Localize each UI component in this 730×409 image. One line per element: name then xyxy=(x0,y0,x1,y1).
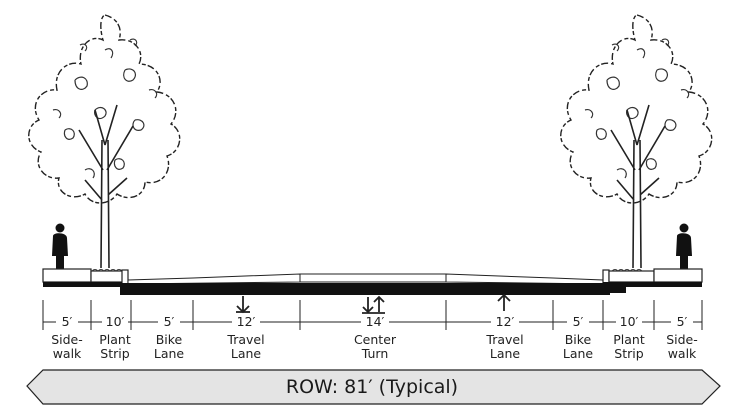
segment-width: 14′ xyxy=(366,314,385,329)
segment-sidewalk-right: 5′ Side- walk xyxy=(666,314,698,361)
segment-sidewalk-left: 5′ Side- walk xyxy=(51,314,83,361)
svg-text:walk: walk xyxy=(53,346,82,361)
segment-bike-lane-right: 5′ Bike Lane xyxy=(563,314,594,361)
svg-text:Lane: Lane xyxy=(490,346,521,361)
segment-width: 10′ xyxy=(106,314,125,329)
segment-width: 5′ xyxy=(573,314,584,329)
svg-text:Side-: Side- xyxy=(666,332,698,347)
street-profile xyxy=(42,268,703,295)
segment-width: 10′ xyxy=(620,314,639,329)
pedestrian-icon-right xyxy=(676,223,692,270)
segment-width: 12′ xyxy=(237,314,256,329)
segment-width: 5′ xyxy=(677,314,688,329)
svg-text:Strip: Strip xyxy=(100,346,129,361)
svg-text:Turn: Turn xyxy=(361,346,389,361)
segment-travel-lane-left: 12′ Travel Lane xyxy=(226,314,264,361)
segment-plant-strip-left: 10′ Plant Strip xyxy=(99,314,131,361)
segment-width: 12′ xyxy=(496,314,515,329)
svg-text:Side-: Side- xyxy=(51,332,83,347)
two-way-turn-arrow-icon xyxy=(362,295,385,314)
tree-icon-right xyxy=(560,14,713,269)
svg-text:Lane: Lane xyxy=(154,346,185,361)
segment-width: 5′ xyxy=(164,314,175,329)
svg-text:Plant: Plant xyxy=(613,332,645,347)
svg-text:Plant: Plant xyxy=(99,332,131,347)
svg-text:Bike: Bike xyxy=(156,332,183,347)
svg-text:Travel: Travel xyxy=(485,332,523,347)
segment-center-turn: 14′ Center Turn xyxy=(354,314,397,361)
segment-travel-lane-right: 12′ Travel Lane xyxy=(485,314,523,361)
svg-text:Lane: Lane xyxy=(231,346,262,361)
arrow-down-icon xyxy=(236,296,250,314)
svg-text:Center: Center xyxy=(354,332,397,347)
segment-plant-strip-right: 10′ Plant Strip xyxy=(613,314,645,361)
pedestrian-icon-left xyxy=(52,223,68,270)
arrow-up-icon xyxy=(497,293,511,311)
tree-icon-left xyxy=(28,14,181,269)
svg-text:Bike: Bike xyxy=(565,332,592,347)
svg-text:Travel: Travel xyxy=(226,332,264,347)
svg-text:Lane: Lane xyxy=(563,346,594,361)
segment-bike-lane-left: 5′ Bike Lane xyxy=(154,314,185,361)
svg-text:Strip: Strip xyxy=(614,346,643,361)
segment-width: 5′ xyxy=(62,314,73,329)
segment-labels: 5′ Side- walk 10′ Plant Strip 5′ Bike La… xyxy=(51,314,698,361)
row-label: ROW: 81′ (Typical) xyxy=(286,376,458,398)
row-band: ROW: 81′ (Typical) xyxy=(26,369,721,405)
svg-text:walk: walk xyxy=(668,346,697,361)
